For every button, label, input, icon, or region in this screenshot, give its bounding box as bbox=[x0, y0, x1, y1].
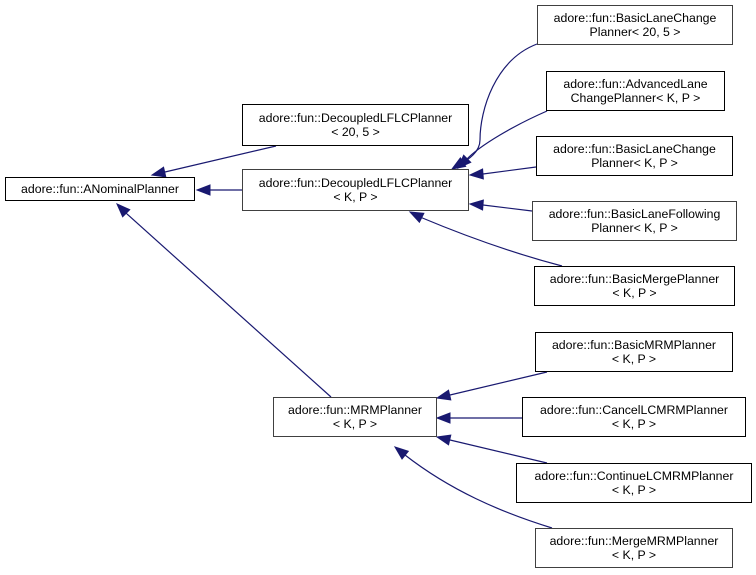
edge-decoupled_kp-to-anominal bbox=[195, 184, 242, 196]
node-decoupled-lflc-planner-20-5[interactable]: adore::fun::DecoupledLFLCPlanner < 20, 5… bbox=[242, 104, 469, 146]
edge-line bbox=[164, 145, 277, 173]
node-label-line1: adore::fun::MergeMRMPlanner bbox=[549, 534, 719, 548]
edge-line bbox=[459, 43, 538, 165]
node-label-line2: < K, P > bbox=[611, 483, 657, 497]
node-label: adore::fun::ANominalPlanner bbox=[21, 182, 179, 196]
node-basic-lane-change-planner-kp[interactable]: adore::fun::BasicLaneChange Planner< K, … bbox=[536, 136, 733, 176]
node-label-line2: < K, P > bbox=[611, 352, 657, 366]
edge-advancedlanechange_kp-to-decoupled_kp bbox=[457, 110, 548, 169]
node-label-line1: adore::fun::AdvancedLane bbox=[563, 77, 708, 91]
node-label-line1: adore::fun::CancelLCMRMPlanner bbox=[540, 403, 728, 417]
node-decoupled-lflc-planner-kp[interactable]: adore::fun::DecoupledLFLCPlanner < K, P … bbox=[242, 169, 469, 211]
node-basic-lane-change-planner-20-5[interactable]: adore::fun::BasicLaneChange Planner< 20,… bbox=[537, 5, 733, 45]
edge-mergemrm_kp-to-mrm_kp bbox=[393, 446, 553, 529]
edge-line-tail bbox=[125, 212, 128, 215]
arrowhead-icon bbox=[468, 199, 484, 211]
arrowhead-icon bbox=[468, 168, 484, 180]
node-label-line2: Planner< K, P > bbox=[591, 156, 678, 170]
edge-line bbox=[482, 166, 537, 175]
node-label-line1: adore::fun::BasicMRMPlanner bbox=[551, 338, 717, 352]
node-label-line2: < 20, 5 > bbox=[331, 125, 380, 139]
edge-line bbox=[419, 216, 563, 267]
arrowhead-icon bbox=[116, 203, 131, 218]
node-merge-mrm-planner-kp[interactable]: adore::fun::MergeMRMPlanner < K, P > bbox=[535, 528, 733, 568]
arrowhead-icon bbox=[435, 412, 451, 424]
node-cancel-lc-mrm-planner-kp[interactable]: adore::fun::CancelLCMRMPlanner < K, P > bbox=[522, 397, 746, 437]
node-label-line2: < K, P > bbox=[611, 417, 657, 431]
arrowhead-icon bbox=[435, 389, 452, 401]
edge-basicmerge_kp-to-decoupled_kp bbox=[408, 211, 563, 267]
edge-decoupled_20_5-to-anominal bbox=[150, 145, 277, 178]
edge-line-tail bbox=[419, 216, 422, 219]
node-label-line2: < K, P > bbox=[611, 548, 657, 562]
node-label-line2: < K, P > bbox=[332, 417, 378, 431]
node-basic-mrm-planner-kp[interactable]: adore::fun::BasicMRMPlanner < K, P > bbox=[535, 332, 733, 372]
node-label-line2: Planner< K, P > bbox=[591, 221, 678, 235]
node-label-line1: adore::fun::BasicLaneFollowing bbox=[548, 207, 721, 221]
node-mrm-planner-kp[interactable]: adore::fun::MRMPlanner < K, P > bbox=[273, 397, 437, 437]
node-label-line2: < K, P > bbox=[333, 190, 378, 204]
arrowhead-icon bbox=[408, 211, 425, 224]
edge-basiclanefollowing_kp-to-decoupled_kp bbox=[468, 199, 533, 212]
edge-cancellcmrm_kp-to-mrm_kp bbox=[435, 412, 522, 424]
edge-line bbox=[126, 213, 332, 398]
node-label-line1: adore::fun::BasicMergePlanner bbox=[549, 272, 720, 286]
edge-basiclanechange_kp-to-decoupled_kp bbox=[468, 166, 537, 180]
arrowhead-icon bbox=[393, 446, 410, 460]
node-advanced-lane-change-planner-kp[interactable]: adore::fun::AdvancedLane ChangePlanner< … bbox=[546, 71, 725, 111]
edge-basicmrm_kp-to-mrm_kp bbox=[435, 371, 548, 401]
node-basic-lane-following-planner-kp[interactable]: adore::fun::BasicLaneFollowing Planner< … bbox=[532, 201, 737, 241]
node-label-line1: adore::fun::ContinueLCMRMPlanner bbox=[534, 469, 734, 483]
arrowhead-icon bbox=[195, 184, 211, 196]
node-label-line1: adore::fun::DecoupledLFLCPlanner bbox=[258, 176, 453, 190]
edge-line bbox=[449, 371, 548, 396]
edge-line bbox=[482, 204, 533, 212]
edge-line-tail bbox=[465, 158, 468, 161]
edge-line bbox=[449, 439, 548, 464]
edge-line bbox=[465, 110, 548, 161]
node-anominal-planner[interactable]: adore::fun::ANominalPlanner bbox=[5, 177, 195, 201]
arrowhead-icon bbox=[435, 434, 452, 446]
node-label-line1: adore::fun::BasicLaneChange bbox=[553, 11, 717, 25]
node-label-line2: Planner< 20, 5 > bbox=[589, 25, 681, 39]
node-label-line1: adore::fun::MRMPlanner bbox=[288, 403, 422, 417]
edge-line bbox=[404, 454, 553, 529]
node-continue-lc-mrm-planner-kp[interactable]: adore::fun::ContinueLCMRMPlanner < K, P … bbox=[516, 463, 752, 503]
node-label-line2: < K, P > bbox=[612, 286, 657, 300]
node-label-line2: ChangePlanner< K, P > bbox=[570, 91, 701, 105]
edge-continuelcmrm_kp-to-mrm_kp bbox=[435, 434, 548, 464]
arrowhead-icon bbox=[150, 166, 167, 178]
node-label-line1: adore::fun::DecoupledLFLCPlanner bbox=[258, 111, 453, 125]
node-label-line1: adore::fun::BasicLaneChange bbox=[553, 142, 716, 156]
edge-mrm_kp-to-anominal bbox=[116, 203, 332, 398]
node-basic-merge-planner-kp[interactable]: adore::fun::BasicMergePlanner < K, P > bbox=[534, 266, 735, 306]
